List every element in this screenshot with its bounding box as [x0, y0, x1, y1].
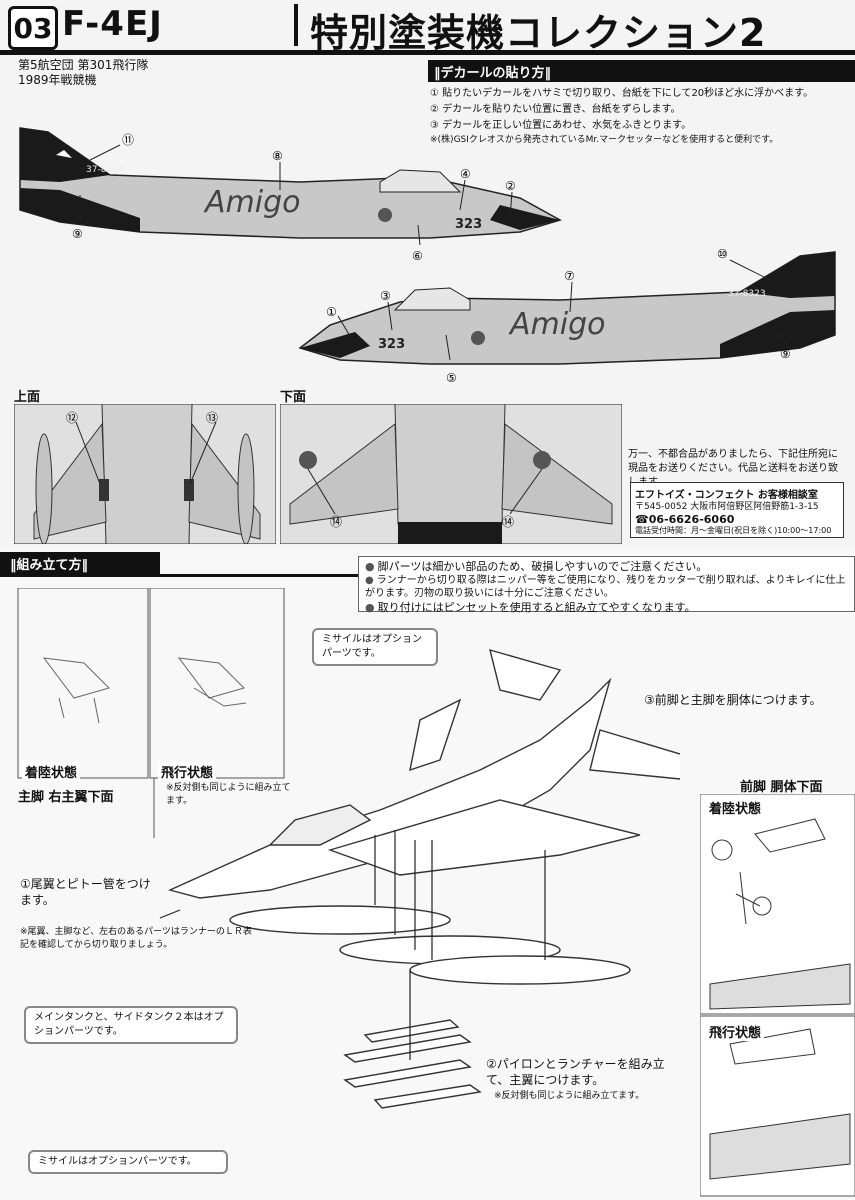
tail-number-right: 37-8323	[728, 289, 766, 299]
assembly-rule	[0, 574, 370, 577]
main-gear-insets	[17, 588, 285, 838]
nose-number-left: 323	[455, 217, 482, 232]
front-flight-label: 飛行状態	[706, 1022, 765, 1041]
step-3-text: ③前脚と主脚を胴体につけます。	[644, 693, 822, 707]
model-number-badge: 03	[8, 6, 58, 50]
decal-callout-12: ⑫	[66, 411, 78, 425]
decal-callout-4: ④	[460, 167, 471, 181]
decal-callout-9b: ⑨	[780, 347, 791, 361]
top-view-label: 上面	[14, 390, 41, 405]
unit-line-2: 1989年戦競機	[18, 73, 97, 87]
decal-callout-11: ⑪	[122, 133, 134, 147]
decal-callout-13: ⑬	[206, 411, 218, 425]
bottom-view-diagram: ⑭ ⑭	[280, 404, 622, 544]
header-divider	[294, 4, 298, 46]
unit-info: 第5航空団 第301飛行隊 1989年戦競機	[18, 58, 148, 88]
decal-section-title: ‖デカールの貼り方‖	[428, 60, 855, 82]
contact-box: エフトイズ・コンフェクト お客様相談室 〒545-0052 大阪市阿倍野区阿倍野…	[630, 482, 844, 538]
front-landing-label: 着陸状態	[706, 798, 765, 817]
bottom-view-label: 下面	[280, 390, 307, 405]
series-title: 特別塗装機コレクション2	[310, 11, 767, 55]
front-gear-insets	[700, 794, 855, 1197]
decal-steps: ① 貼りたいデカールをハサミで切り取り、台紙を下にして20秒ほど水に浮かべます。…	[430, 86, 813, 147]
amigo-script-left: Amigo	[203, 185, 300, 220]
decal-step-1: ① 貼りたいデカールをハサミで切り取り、台紙を下にして20秒ほど水に浮かべます。	[430, 88, 814, 99]
decal-callout-1: ①	[326, 305, 337, 319]
assembly-aircraft-diagram	[159, 648, 680, 1109]
main-gear-note: ※反対側も同じように組み立てます。	[166, 783, 291, 806]
decal-callout-8: ⑧	[272, 149, 283, 163]
contact-company: エフトイズ・コンフェクト お客様相談室	[635, 490, 818, 501]
landing-state-label: 着陸状態	[22, 762, 81, 781]
unit-line-1: 第5航空団 第301飛行隊	[18, 58, 149, 72]
header-rule	[0, 50, 855, 55]
contact-phone: ☎06-6626-6060	[635, 513, 735, 526]
flight-state-label: 飛行状態	[158, 762, 217, 781]
decal-callout-6: ⑥	[412, 249, 423, 263]
decal-profiles: Amigo 323 37-8323 ⑪ ⑧ ④ ② ⑥ ⑨ Amigo 323	[19, 127, 836, 385]
top-view-diagram: ⑫ ⑬	[14, 404, 276, 544]
decal-callout-5: ⑤	[446, 371, 457, 385]
caution-1: 脚パーツは細かい部品のため、破損しやすいのでご注意ください。	[365, 559, 848, 574]
step-1-note: ※尾翼、主脚など、左右のあるパーツはランナーのＬＲ表記を確認してから切り取りまし…	[20, 927, 252, 950]
main-gear-label: 主脚 右主翼下面	[18, 790, 114, 805]
contact-address: 〒545-0052 大阪市阿倍野区阿倍野筋1-3-15	[635, 502, 819, 512]
decal-step-note: ※(株)GSIクレオスから発売されているMr.マークセッターなどを使用すると便利…	[430, 135, 779, 145]
decal-step-2: ② デカールを貼りたい位置に置き、台紙をずらします。	[430, 104, 681, 115]
caution-box: 脚パーツは細かい部品のため、破損しやすいのでご注意ください。 ランナーから切り取…	[358, 556, 855, 615]
missile-option-callout-bottom: ミサイルはオプションパーツです。	[28, 1150, 228, 1174]
decal-callout-10: ⑩	[717, 247, 728, 261]
tail-number-left: 37-8323	[86, 165, 124, 175]
step-1-text: ①尾翼とピトー管をつけます。	[20, 877, 151, 907]
decal-callout-14b: ⑭	[502, 515, 514, 529]
model-name: F-4EJ	[62, 4, 163, 44]
assembly-section-title: ‖組み立て方‖	[0, 552, 160, 574]
decal-step-3: ③ デカールを正しい位置にあわせ、水気をふきとります。	[430, 120, 692, 131]
tank-option-callout: メインタンクと、サイドタンク２本はオプションパーツです。	[24, 1006, 238, 1044]
nose-number-right: 323	[378, 337, 405, 352]
aircraft-profile-left: Amigo 323 37-8323 ⑪ ⑧ ④ ② ⑥ ⑨	[19, 127, 562, 263]
step-2-note: ※反対側も同じように組み立てます。	[494, 1091, 645, 1101]
decal-callout-9: ⑨	[72, 227, 83, 241]
step-2-text: ②パイロンとランチャーを組み立て、主翼につけます。	[486, 1057, 665, 1087]
contact-hours: 電話受付時間：月～金曜日(祝日を除く)10:00～17:00	[635, 526, 832, 535]
missile-option-callout-top: ミサイルはオプションパーツです。	[312, 628, 438, 666]
caution-3: 取り付けにはピンセットを使用すると組み立てやすくなります。	[365, 600, 848, 615]
aircraft-profile-right: Amigo 323 37-8323 ⑩ ⑦ ③ ① ⑤ ⑨	[298, 247, 836, 385]
decal-callout-2: ②	[505, 179, 516, 193]
decal-callout-7: ⑦	[564, 269, 575, 283]
caution-2: ランナーから切り取る際はニッパー等をご使用になり、残りをカッターで削り取れば、よ…	[365, 574, 848, 600]
decal-callout-14a: ⑭	[330, 515, 342, 529]
amigo-script-right: Amigo	[508, 307, 605, 342]
decal-callout-3: ③	[380, 289, 391, 303]
front-gear-label: 前脚 胴体下面	[740, 780, 823, 795]
